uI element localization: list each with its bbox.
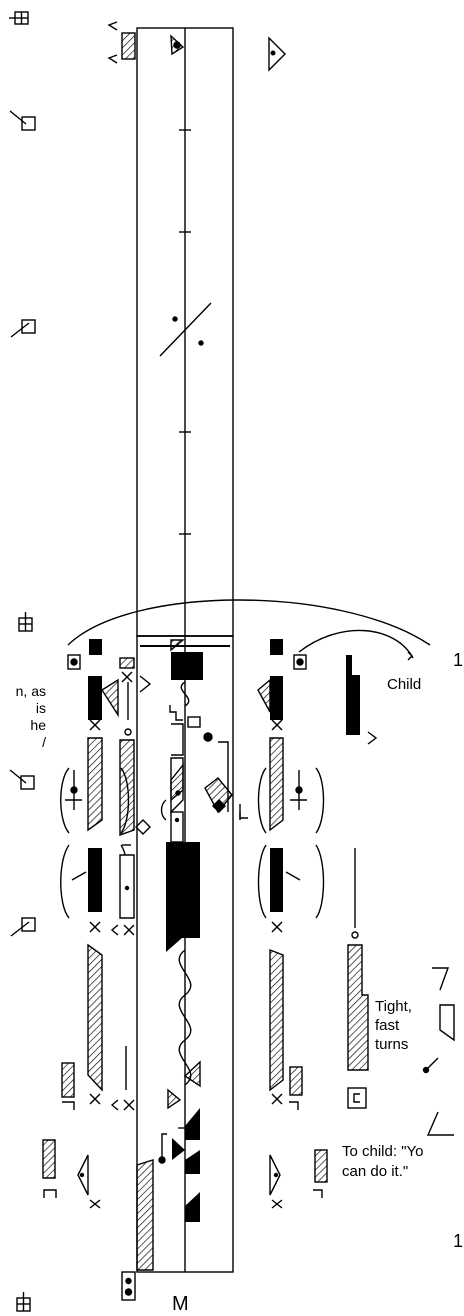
margin-symbols <box>9 11 36 1312</box>
turns-note-line-3: turns <box>375 1036 409 1053</box>
left-note-line-3: he <box>30 717 46 733</box>
page-mark-lower: 1 <box>453 1231 464 1251</box>
left-note-line-4: / <box>42 734 46 750</box>
turns-note-line-1: Tight, <box>375 998 412 1015</box>
child-speech-line-1: To child: "Yo <box>342 1143 424 1160</box>
left-note-line-2: is <box>35 700 46 716</box>
child-speech-line-2: can do it." <box>342 1163 409 1180</box>
staff-label: M <box>172 1293 189 1315</box>
grouping-bows <box>60 599 431 919</box>
bow-line <box>159 302 212 357</box>
child-label: Child <box>387 676 422 693</box>
upper-staff <box>136 27 234 637</box>
left-support-column <box>110 657 152 1111</box>
left-columns <box>42 639 119 1209</box>
lower-staff <box>121 635 234 1301</box>
child-column <box>346 651 455 1136</box>
left-margin-note: n, as is he / <box>0 683 46 751</box>
start-symbols <box>107 21 286 72</box>
turns-note-line-2: fast <box>375 1017 400 1034</box>
right-columns <box>257 639 328 1209</box>
center-column <box>136 639 248 1271</box>
left-note-line-1: n, as <box>15 683 46 699</box>
page-mark-upper: 1 <box>453 650 464 670</box>
